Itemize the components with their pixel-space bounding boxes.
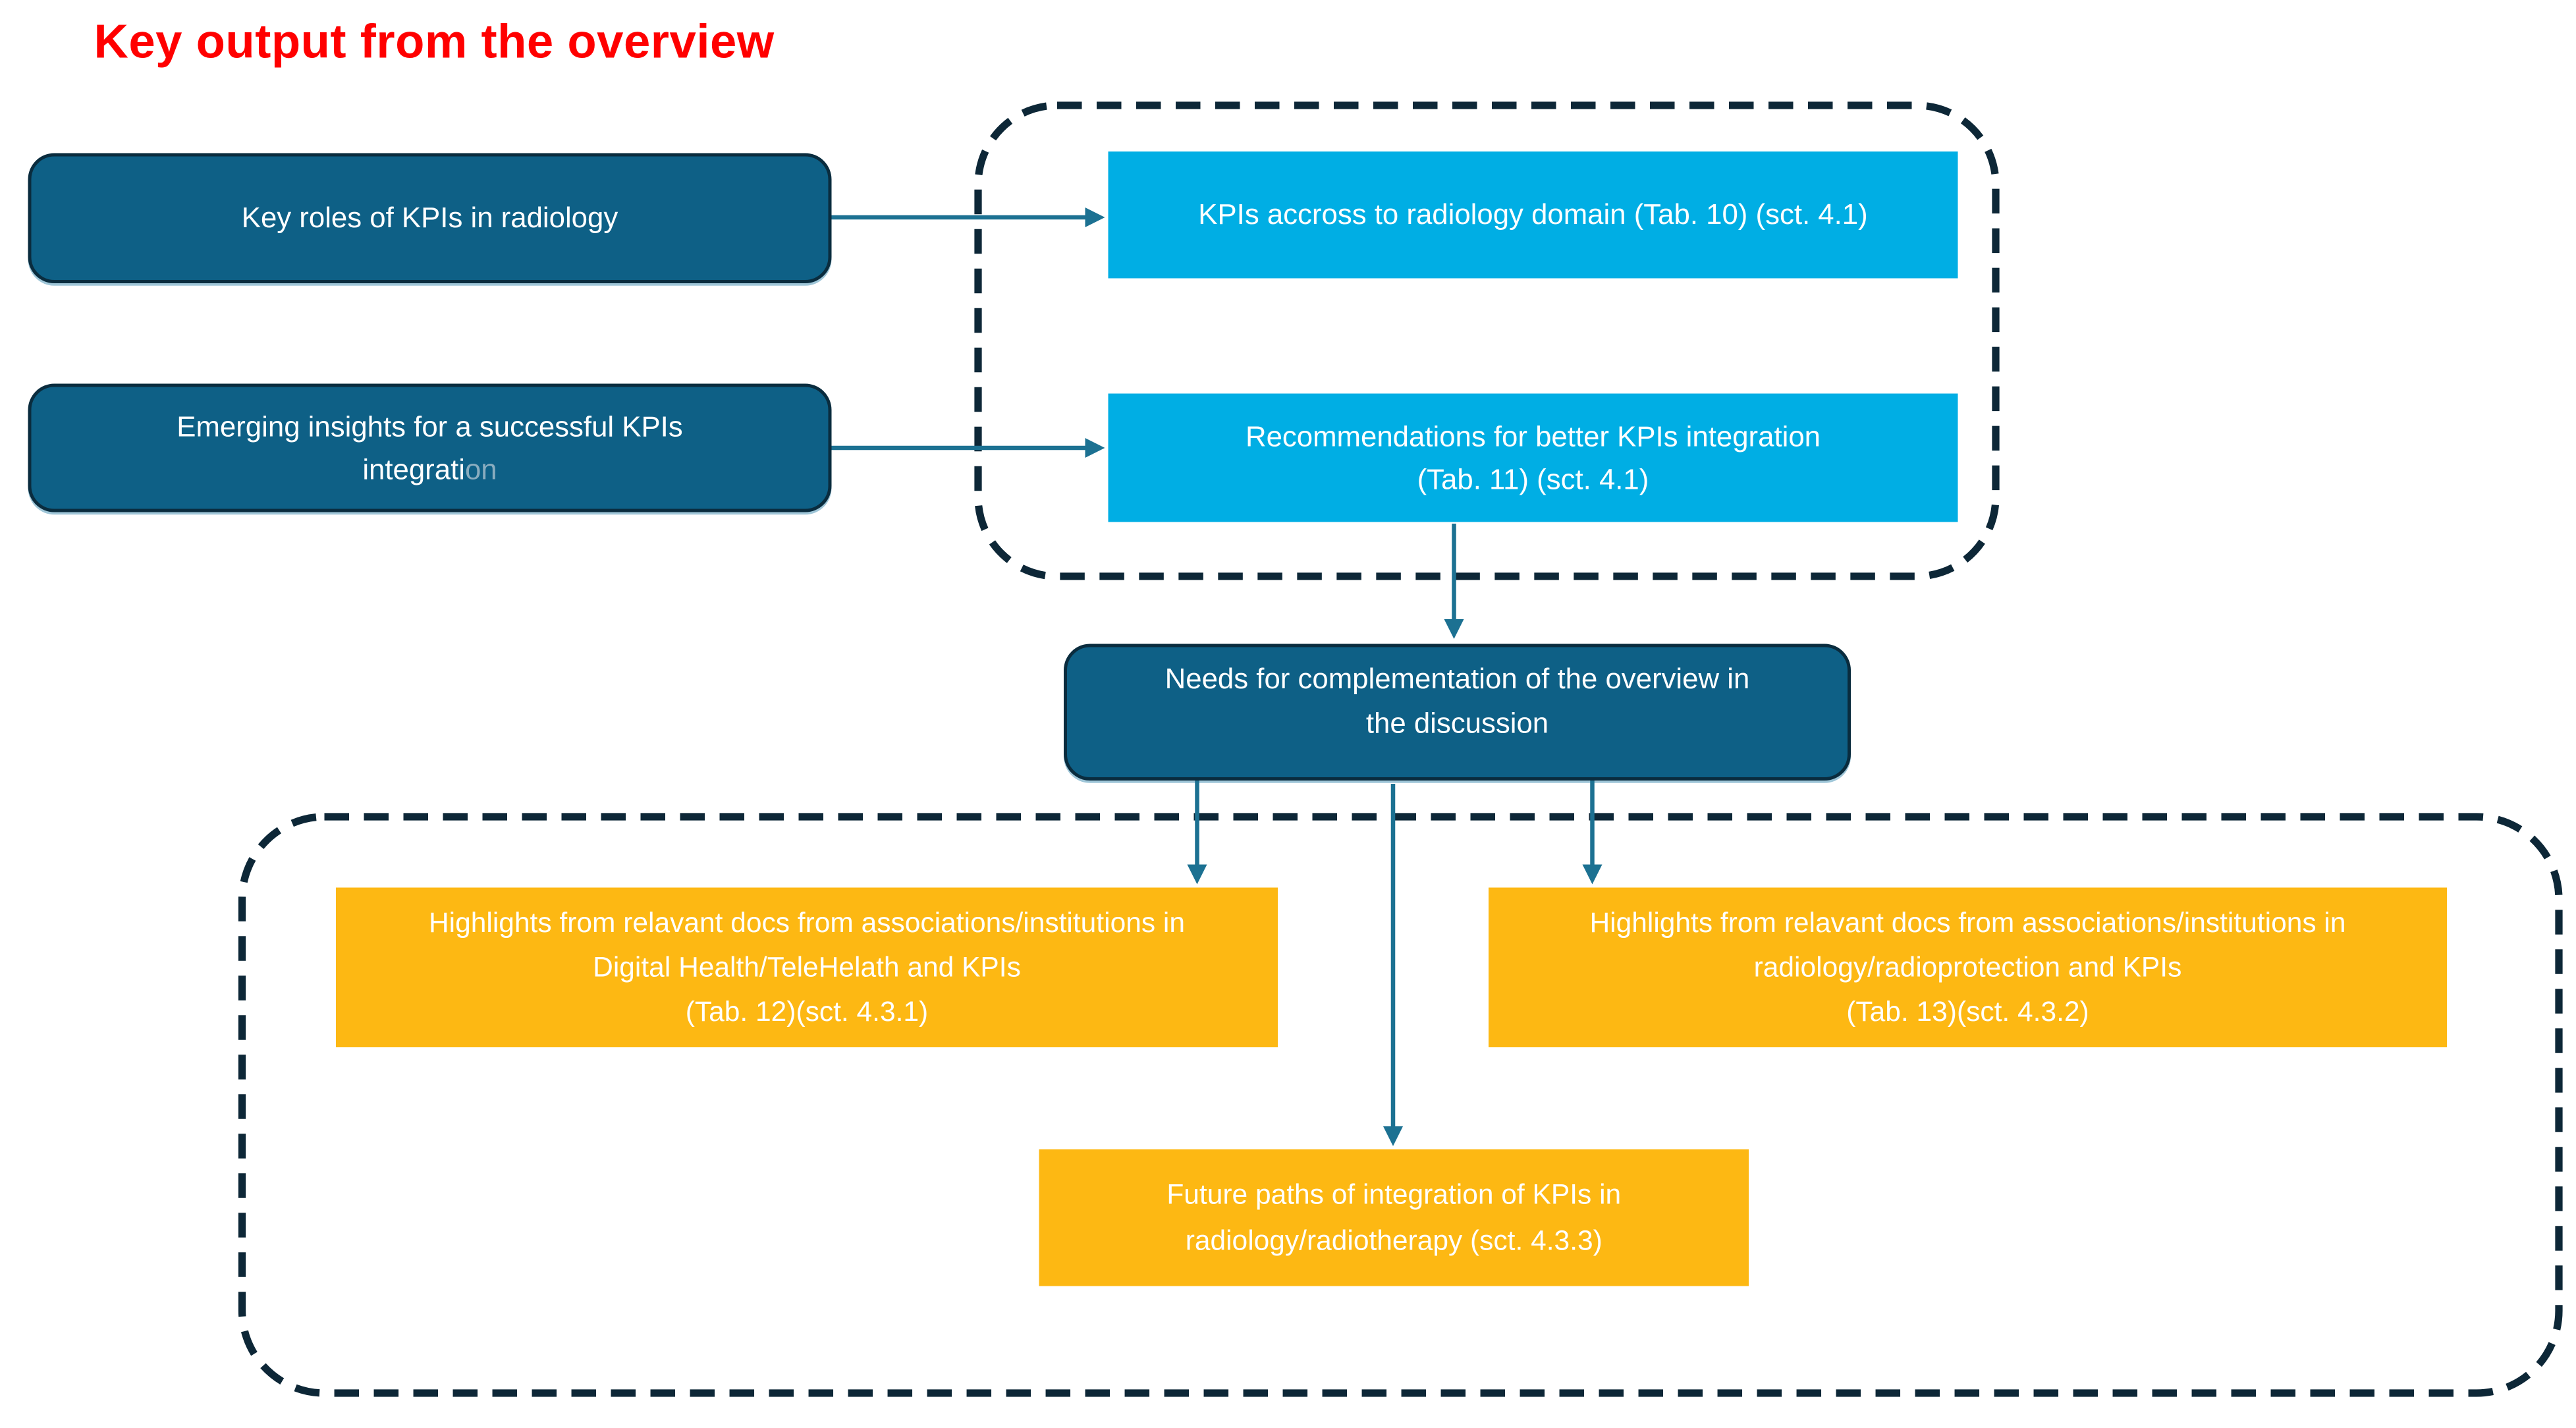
node-text-line: integration [362, 448, 497, 491]
node-recommendations-integration: Recommendations for better KPIs integrat… [1108, 393, 1958, 522]
node-text-line: Future paths of integration of KPIs in [1166, 1179, 1622, 1211]
node-key-roles-of-kpis: Key roles of KPIs in radiology [28, 153, 832, 283]
node-text-main: integrati [362, 453, 465, 486]
node-text-line: the discussion [1365, 705, 1549, 739]
node-text-line: (Tab. 11) (sct. 4.1) [1417, 462, 1649, 496]
node-kpis-across-radiology: KPIs accross to radiology domain (Tab. 1… [1108, 151, 1958, 279]
node-text-line: Digital Health/TeleHelath and KPIs [593, 951, 1021, 983]
node-text-line: Emerging insights for a successful KPIs [177, 409, 683, 443]
node-text-faded: on [464, 453, 497, 486]
node-text-line: Recommendations for better KPIs integrat… [1245, 419, 1821, 453]
node-text-line: Needs for complementation of the overvie… [1165, 662, 1750, 696]
page-title: Key output from the overview [94, 16, 775, 69]
node-future-paths: Future paths of integration of KPIs in r… [1039, 1149, 1749, 1286]
node-text-line: (Tab. 12)(sct. 4.3.1) [685, 996, 929, 1028]
node-text-line: Highlights from relavant docs from assoc… [1589, 906, 2346, 939]
node-highlights-digital-health: Highlights from relavant docs from assoc… [336, 887, 1278, 1047]
node-text-line: radiology/radiotherapy (sct. 4.3.3) [1185, 1224, 1603, 1256]
node-highlights-radiology: Highlights from relavant docs from assoc… [1489, 887, 2447, 1047]
node-text-line: Highlights from relavant docs from assoc… [428, 906, 1185, 939]
node-text-line: Key roles of KPIs in radiology [241, 201, 618, 234]
node-text-line: (Tab. 13)(sct. 4.3.2) [1846, 996, 2089, 1028]
node-needs-complementation: Needs for complementation of the overvie… [1064, 644, 1851, 781]
node-text-line: KPIs accross to radiology domain (Tab. 1… [1198, 198, 1868, 231]
node-emerging-insights: Emerging insights for a successful KPIs … [28, 383, 832, 512]
node-text-line: radiology/radioprotection and KPIs [1753, 951, 2182, 983]
